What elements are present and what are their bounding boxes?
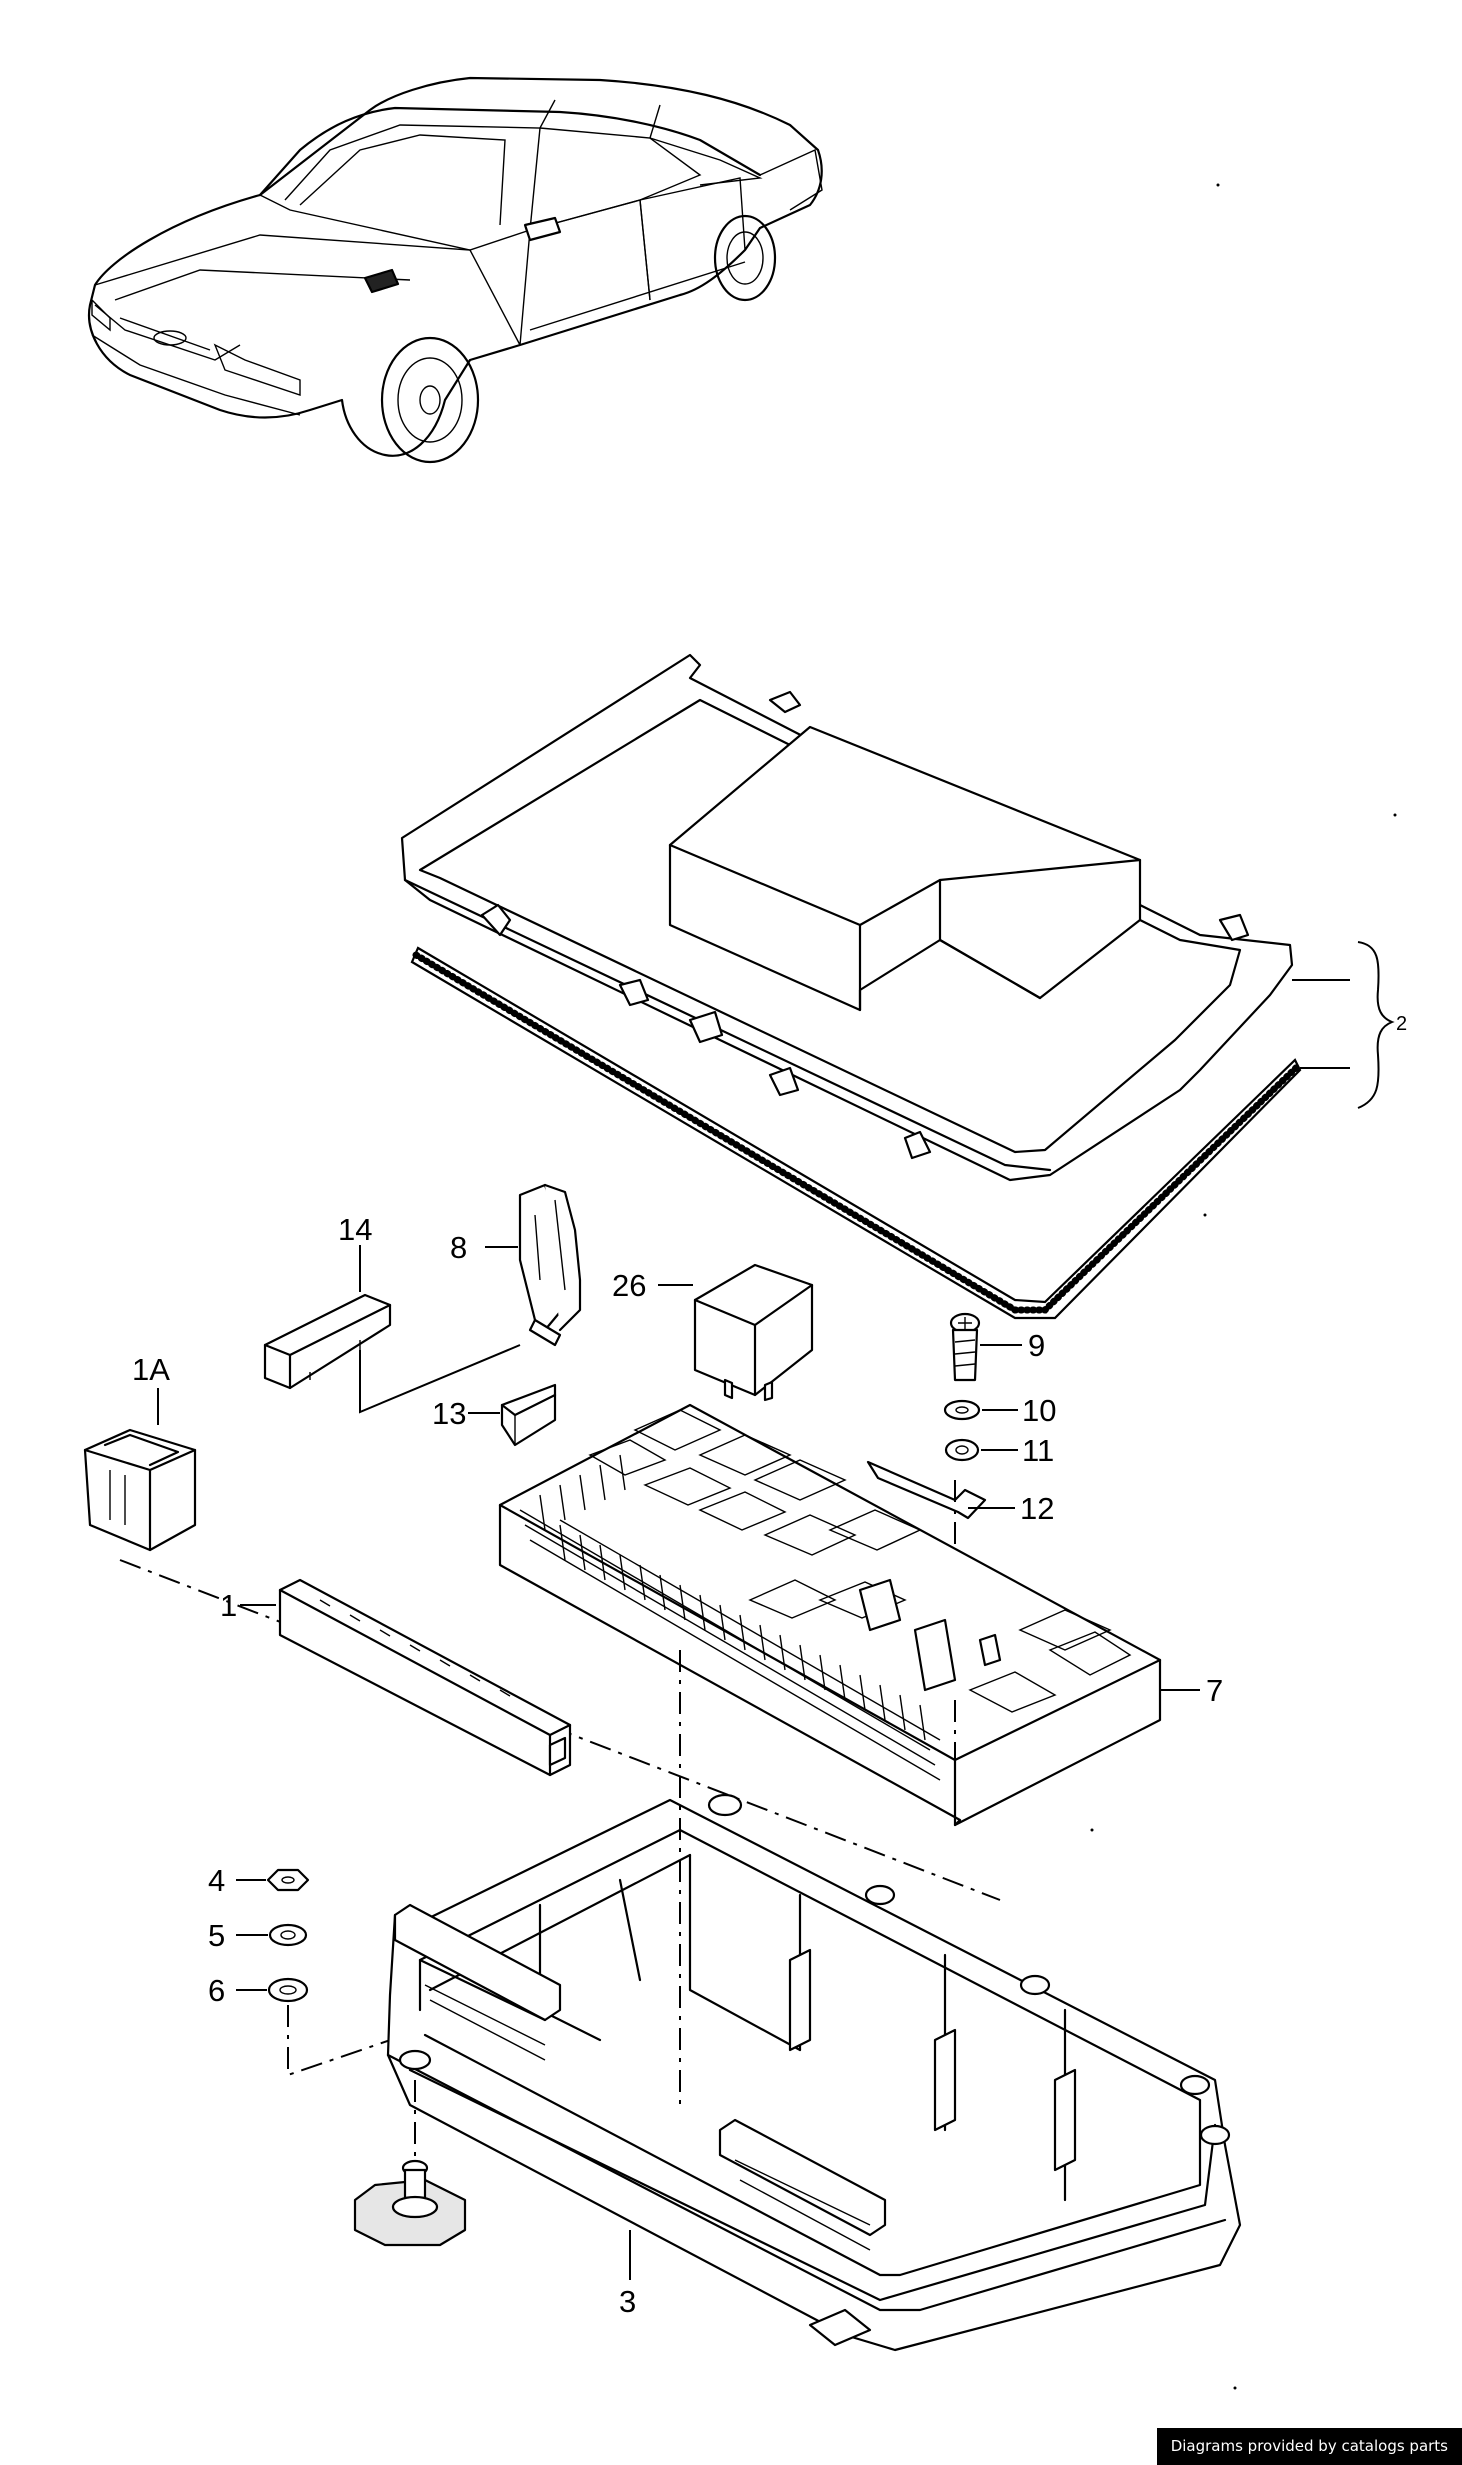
fuse-puller-part-8: 8	[450, 1183, 582, 1347]
diagram-credit: Diagrams provided by catalogs parts	[1156, 2428, 1462, 2465]
callout-13: 13	[432, 1396, 466, 1431]
location-marker-icon	[363, 268, 400, 294]
callout-4: 4	[208, 1863, 225, 1898]
callout-26: 26	[612, 1268, 646, 1303]
callout-8: 8	[450, 1230, 467, 1265]
callout-10: 10	[1022, 1393, 1056, 1428]
housing-part-3: 3	[353, 1650, 1242, 2352]
callout-11: 11	[1022, 1433, 1054, 1468]
relay-plate-part-7: 7	[498, 1403, 1223, 1827]
connector-part-1a: 1A	[83, 1352, 1001, 1901]
callout-2: 2	[1396, 1013, 1407, 1035]
fuse-part-14: 14	[263, 1212, 521, 1414]
callout-1: 1	[220, 1588, 237, 1623]
cover-assembly-part-2: 2	[400, 653, 1407, 1320]
callout-12: 12	[1020, 1491, 1054, 1526]
group-brace	[1357, 941, 1395, 1109]
blade-fuse-part-13: 13	[432, 1383, 557, 1447]
callout-14: 14	[338, 1212, 372, 1247]
vehicle-overview-illustration	[87, 76, 823, 464]
fuse-strip-part-1: 1	[220, 1578, 572, 1777]
gasket	[410, 946, 1302, 1320]
callout-6: 6	[208, 1973, 225, 2008]
callout-1a: 1A	[132, 1352, 170, 1387]
hardware-parts-4-6: 4 5 6	[208, 1863, 406, 2077]
callout-5: 5	[208, 1918, 225, 1953]
relay-part-26: 26	[612, 1263, 814, 1402]
callout-3: 3	[619, 2284, 636, 2319]
callout-7: 7	[1206, 1673, 1223, 1708]
callout-9: 9	[1028, 1328, 1045, 1363]
